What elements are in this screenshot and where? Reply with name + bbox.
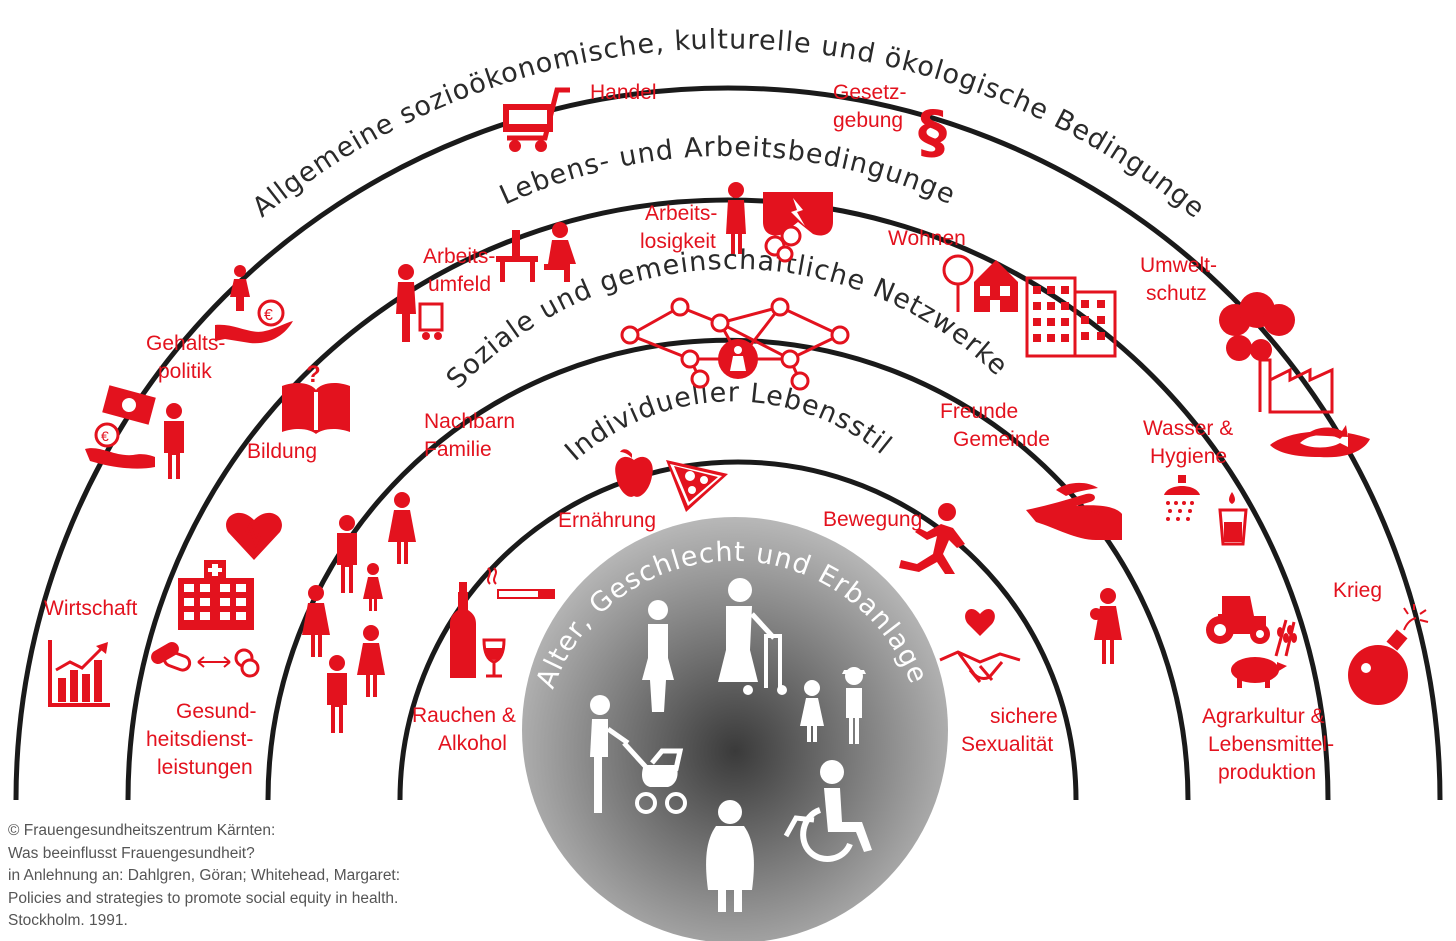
label-freunde: Freunde bbox=[940, 400, 1018, 423]
building-icon bbox=[1025, 276, 1117, 358]
outer-ring-title: Allgemeine sozioökonomische, kulturelle … bbox=[0, 0, 1210, 225]
mother-child-icon bbox=[1090, 588, 1122, 664]
boy-icon bbox=[842, 667, 866, 744]
label-umweltschutz-1: Umwelt- bbox=[1140, 254, 1217, 277]
label-sexual-1: sichere bbox=[990, 705, 1058, 728]
core-figures bbox=[590, 578, 872, 912]
label-familie: Familie bbox=[424, 438, 492, 461]
book-icon: ? bbox=[282, 361, 350, 434]
label-gesund-3: leistungen bbox=[157, 756, 253, 779]
individual-ring-title: Individueller Lebensstil bbox=[559, 377, 897, 467]
heart-icon bbox=[226, 512, 282, 560]
credits-line-1: © Frauengesundheitszentrum Kärnten: bbox=[8, 822, 276, 839]
money-hand-icon: € bbox=[215, 299, 293, 344]
label-agrar-2: Lebensmittel- bbox=[1208, 733, 1334, 756]
wallet-icon bbox=[763, 192, 833, 263]
stroller-icon bbox=[590, 695, 687, 814]
label-ernaehrung: Ernährung bbox=[558, 509, 656, 532]
wine-glass-icon bbox=[482, 638, 506, 678]
bomb-icon bbox=[1348, 604, 1429, 705]
label-gehaltspolitik-2: politik bbox=[158, 360, 212, 383]
label-gesund-1: Gesund- bbox=[176, 700, 257, 723]
house-icon bbox=[942, 254, 1018, 312]
label-handel: Handel bbox=[590, 81, 657, 104]
child-icon bbox=[800, 680, 824, 742]
bar-chart-icon bbox=[48, 640, 110, 707]
credits-line-4: Policies and strategies to promote socia… bbox=[8, 889, 399, 907]
network-icon bbox=[620, 297, 850, 391]
shower-icon bbox=[1164, 475, 1200, 521]
svg-text:Allgemeine sozioökonomische, k: Allgemeine sozioökonomische, kulturelle … bbox=[0, 0, 1211, 225]
svg-text:Individueller Lebensstil: Individueller Lebensstil bbox=[559, 377, 898, 467]
family-icon bbox=[302, 492, 416, 733]
label-gemeinde: Gemeinde bbox=[953, 428, 1050, 451]
paragraph-icon: § bbox=[918, 98, 947, 166]
helping-hand-icon bbox=[1026, 482, 1122, 540]
woman-icon bbox=[642, 600, 674, 712]
label-gehaltspolitik-1: Gehalts- bbox=[146, 332, 225, 355]
fish-icon bbox=[1270, 425, 1370, 458]
shopping-cart-icon bbox=[503, 87, 570, 152]
desk-icon bbox=[496, 222, 576, 282]
svg-text:€: € bbox=[101, 428, 109, 444]
label-wohnen: Wohnen bbox=[888, 227, 966, 250]
hospital-icon bbox=[178, 560, 254, 630]
worker-icon bbox=[396, 264, 444, 342]
label-wasser-1: Wasser & bbox=[1143, 417, 1233, 440]
handshake-icon bbox=[939, 608, 1021, 683]
bottle-icon bbox=[450, 582, 476, 678]
label-gesund-2: heitsdienst- bbox=[146, 728, 253, 751]
money-hand-icon-2: € bbox=[85, 385, 156, 469]
factory-icon bbox=[1258, 358, 1334, 414]
pills-icon bbox=[151, 642, 260, 678]
label-krieg: Krieg bbox=[1333, 579, 1382, 602]
person-icon-2 bbox=[164, 403, 184, 479]
wheat-icon bbox=[1274, 619, 1297, 657]
credits-line-5: Stockholm. 1991. bbox=[8, 912, 128, 929]
walker-icon bbox=[718, 578, 787, 695]
label-bildung: Bildung bbox=[247, 440, 317, 463]
tractor-icon bbox=[1206, 596, 1270, 644]
cigarette-icon bbox=[487, 567, 555, 599]
individual-ring-arc bbox=[397, 459, 1079, 801]
label-sexual-2: Sexualität bbox=[961, 733, 1053, 756]
credits-line-2: Was beeinflusst Frauengesundheit? bbox=[8, 844, 255, 862]
pig-icon bbox=[1231, 657, 1287, 688]
label-wirtschaft: Wirtschaft bbox=[44, 597, 138, 620]
label-umweltschutz-2: schutz bbox=[1146, 282, 1207, 305]
credits-line-3: in Anlehnung an: Dahlgren, Göran; Whiteh… bbox=[8, 867, 401, 884]
label-agrar-1: Agrarkultur & bbox=[1202, 705, 1325, 728]
svg-text:?: ? bbox=[306, 361, 321, 388]
apple-icon bbox=[615, 449, 653, 497]
person-icon-3 bbox=[726, 182, 746, 254]
person-icon bbox=[230, 265, 250, 311]
credits: © Frauengesundheitszentrum Kärnten: Was … bbox=[8, 820, 400, 933]
runner-icon bbox=[899, 503, 965, 574]
glass-icon bbox=[1218, 492, 1248, 546]
label-arbeitsumfeld-2: umfeld bbox=[428, 273, 491, 296]
label-rauchen-2: Alkohol bbox=[438, 732, 507, 755]
core-circle bbox=[522, 517, 948, 941]
label-rauchen-1: Rauchen & bbox=[412, 704, 516, 727]
label-agrar-3: produktion bbox=[1218, 761, 1316, 784]
label-arbeitsumfeld-1: Arbeits- bbox=[423, 245, 495, 268]
label-arbeitslosigkeit-2: losigkeit bbox=[640, 230, 716, 253]
wheelchair-icon bbox=[783, 760, 872, 862]
label-nachbarn: Nachbarn bbox=[424, 410, 515, 433]
label-gesetzgebung-2: gebung bbox=[833, 109, 903, 132]
svg-text:€: € bbox=[264, 307, 273, 324]
pizza-icon bbox=[666, 460, 728, 512]
label-gesetzgebung-1: Gesetz- bbox=[833, 81, 907, 104]
label-arbeitslosigkeit-1: Arbeits- bbox=[645, 202, 717, 225]
elderly-woman-icon bbox=[706, 800, 754, 912]
cloud-icon bbox=[1219, 292, 1295, 361]
label-wasser-2: Hygiene bbox=[1150, 445, 1227, 468]
label-bewegung: Bewegung bbox=[823, 508, 922, 531]
